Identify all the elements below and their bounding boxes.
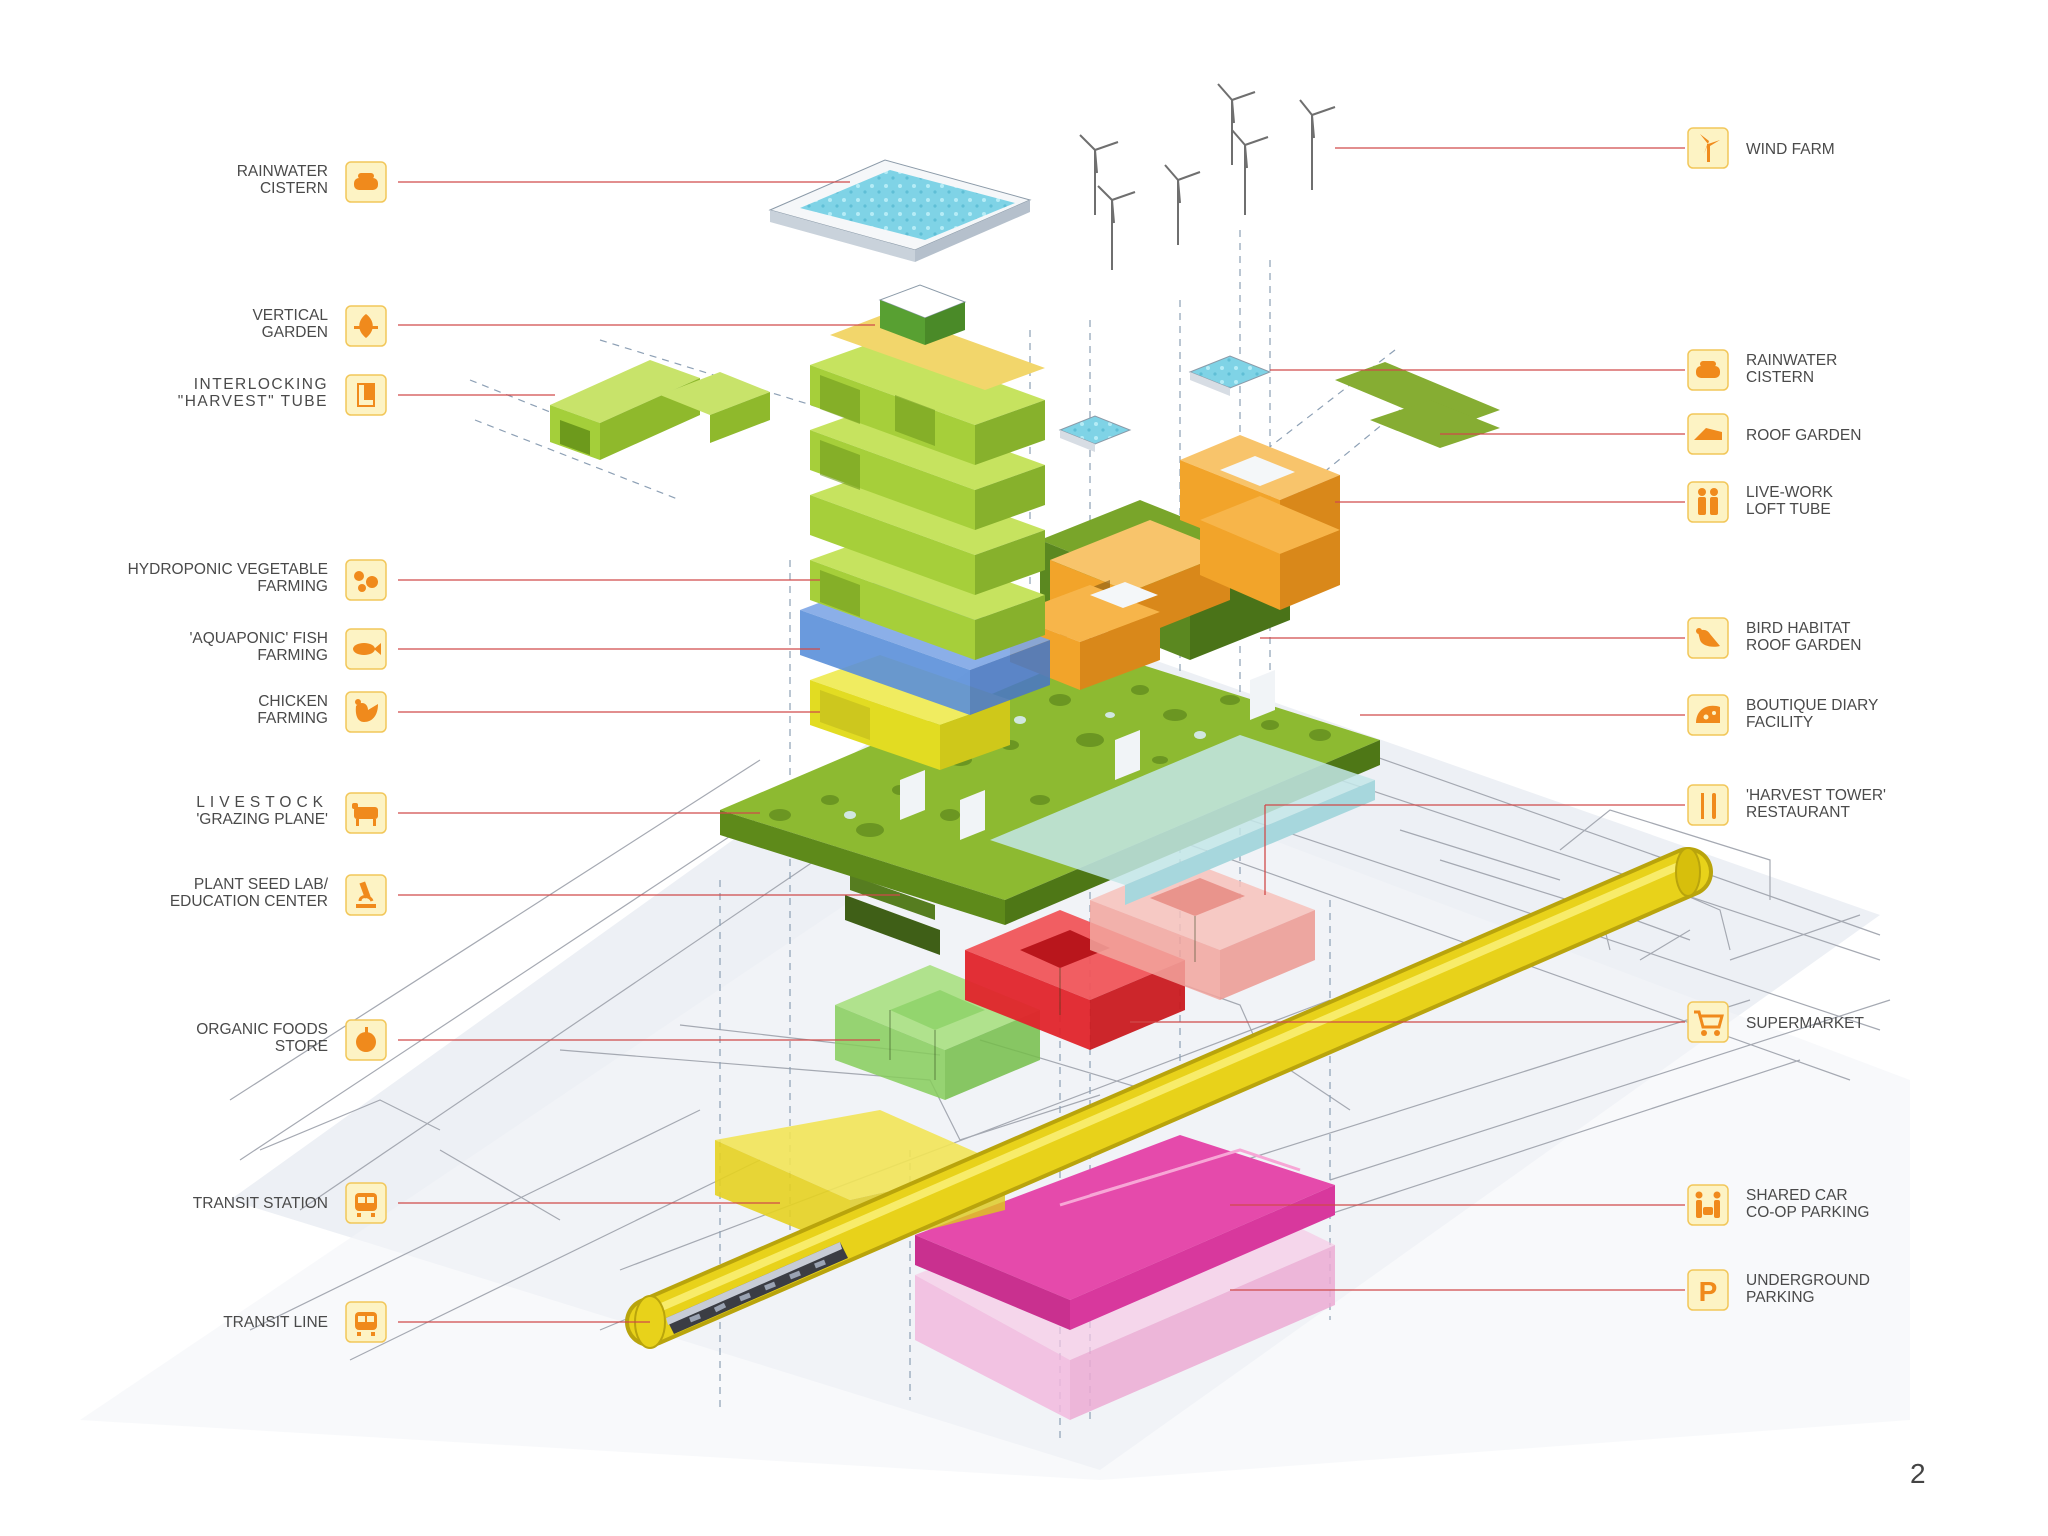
apple-icon [345, 1019, 387, 1061]
page-number: 2 [1910, 1458, 1926, 1489]
label-chicken-farming-2: FARMING [257, 710, 328, 727]
people-car-icon [1687, 1184, 1729, 1226]
label-bird-habitat: BIRD HABITAT [1746, 620, 1851, 637]
cow-icon [345, 792, 387, 834]
label-interlocking-harvest-tube-2: "HARVEST" TUBE [178, 393, 328, 410]
svg-text:LIVESTOCK'GRAZING PLANE': LIVESTOCK'GRAZING PLANE' [196, 794, 328, 828]
label-organic-foods-store-2: STORE [275, 1038, 328, 1055]
label-aquaponic-fish-farming-2: FARMING [257, 647, 328, 664]
supermarket-volume [965, 910, 1185, 1050]
organic-foods-store-volume [835, 965, 1040, 1100]
label-underground: UNDERGROUND [1746, 1272, 1870, 1289]
wind-farm-turbines [1079, 83, 1336, 270]
grazing-plane-volume [720, 650, 1380, 925]
cart-icon [1687, 1001, 1729, 1043]
label-harvest-tower: 'HARVEST TOWER' [1746, 787, 1886, 804]
microscope-icon [345, 874, 387, 916]
train-icon [345, 1301, 387, 1343]
harvest-tube-volume [550, 360, 770, 460]
fork-knife-icon [1687, 784, 1729, 826]
label-live-work: LIVE-WORK [1746, 484, 1834, 501]
label-hydroponic-vegetable-farming-2: FARMING [257, 578, 328, 595]
ground-plane [80, 620, 1910, 1480]
vegetable-icon [345, 559, 387, 601]
right-leader-lines [1130, 147, 1685, 1291]
train-icon [345, 1182, 387, 1224]
people-icon [1687, 481, 1729, 523]
label-rainwater-cistern-left: RAINWATER [237, 163, 328, 180]
label-vertical-garden-2: GARDEN [262, 324, 328, 341]
label-roof-garden: ROOF GARDEN [1746, 427, 1861, 444]
label-education-center: EDUCATION CENTER [170, 893, 328, 910]
fish-icon [345, 628, 387, 670]
left-leader-lines [398, 181, 900, 1323]
left-icon-badges [345, 161, 387, 1343]
hydroponic-floors [810, 312, 1045, 660]
label-hydroponic-vegetable-farming: HYDROPONIC VEGETABLE [128, 561, 328, 578]
roof-garden-patch [1335, 362, 1500, 448]
right-icon-badges: P [1687, 127, 1729, 1311]
svg-text:P: P [1699, 1276, 1718, 1307]
label-coop-parking: CO-OP PARKING [1746, 1204, 1869, 1221]
roof-garden-icon [1687, 413, 1729, 455]
label-bird-habitat-roof-garden: ROOF GARDEN [1746, 637, 1861, 654]
garden-leaf-icon [345, 305, 387, 347]
label-transit-station: TRANSIT STATION [193, 1195, 328, 1212]
label-loft-tube: LOFT TUBE [1746, 501, 1831, 518]
label-transit-line: TRANSIT LINE [223, 1314, 328, 1331]
label-chicken-farming: CHICKEN [258, 693, 328, 710]
bird-icon [1687, 617, 1729, 659]
chicken-icon [345, 691, 387, 733]
label-organic-foods-store: ORGANIC FOODS [196, 1021, 328, 1038]
svg-text:PLANT SEED LAB/EDUCATION CENTE: PLANT SEED LAB/EDUCATION CENTER [170, 876, 329, 910]
label-rainwater-cistern-right: RAINWATER [1746, 352, 1837, 369]
label-supermarket: SUPERMARKET [1746, 1015, 1865, 1032]
cistern-icon [345, 161, 387, 203]
label-rainwater-cistern-left-2: CISTERN [260, 180, 328, 197]
label-grazing-plane: 'GRAZING PLANE' [196, 811, 328, 828]
label-livestock: LIVESTOCK [196, 794, 328, 811]
tube-icon [345, 374, 387, 416]
wind-turbine-icon [1687, 127, 1729, 169]
label-vertical-garden: VERTICAL [252, 307, 328, 324]
label-parking: PARKING [1746, 1289, 1815, 1306]
seed-lab-annex [845, 875, 940, 955]
label-interlocking-harvest-tube: INTERLOCKING [194, 376, 328, 393]
cistern-icon [1687, 349, 1729, 391]
transit-tube [625, 847, 1713, 1349]
label-shared-car: SHARED CAR [1746, 1187, 1848, 1204]
cheese-icon [1687, 694, 1729, 736]
label-facility: FACILITY [1746, 714, 1813, 731]
label-aquaponic-fish-farming: 'AQUAPONIC' FISH [189, 630, 328, 647]
svg-text:'HARVEST TOWER'RESTAURANT: 'HARVEST TOWER'RESTAURANT [1746, 787, 1886, 821]
farm-tower [800, 284, 1050, 770]
label-rainwater-cistern-right-2: CISTERN [1746, 369, 1814, 386]
subway-train [666, 1242, 848, 1334]
label-boutique-diary: BOUTIQUE DIARY [1746, 697, 1878, 714]
label-wind-farm: WIND FARM [1746, 141, 1835, 158]
shared-car-parking-volume [915, 1135, 1335, 1330]
parking-icon: P [1687, 1269, 1729, 1311]
label-plant-seed-lab: PLANT SEED LAB/ [194, 876, 329, 893]
svg-text:INTERLOCKING"HARVEST" TUBE: INTERLOCKING"HARVEST" TUBE [178, 376, 328, 410]
label-restaurant: RESTAURANT [1746, 804, 1850, 821]
